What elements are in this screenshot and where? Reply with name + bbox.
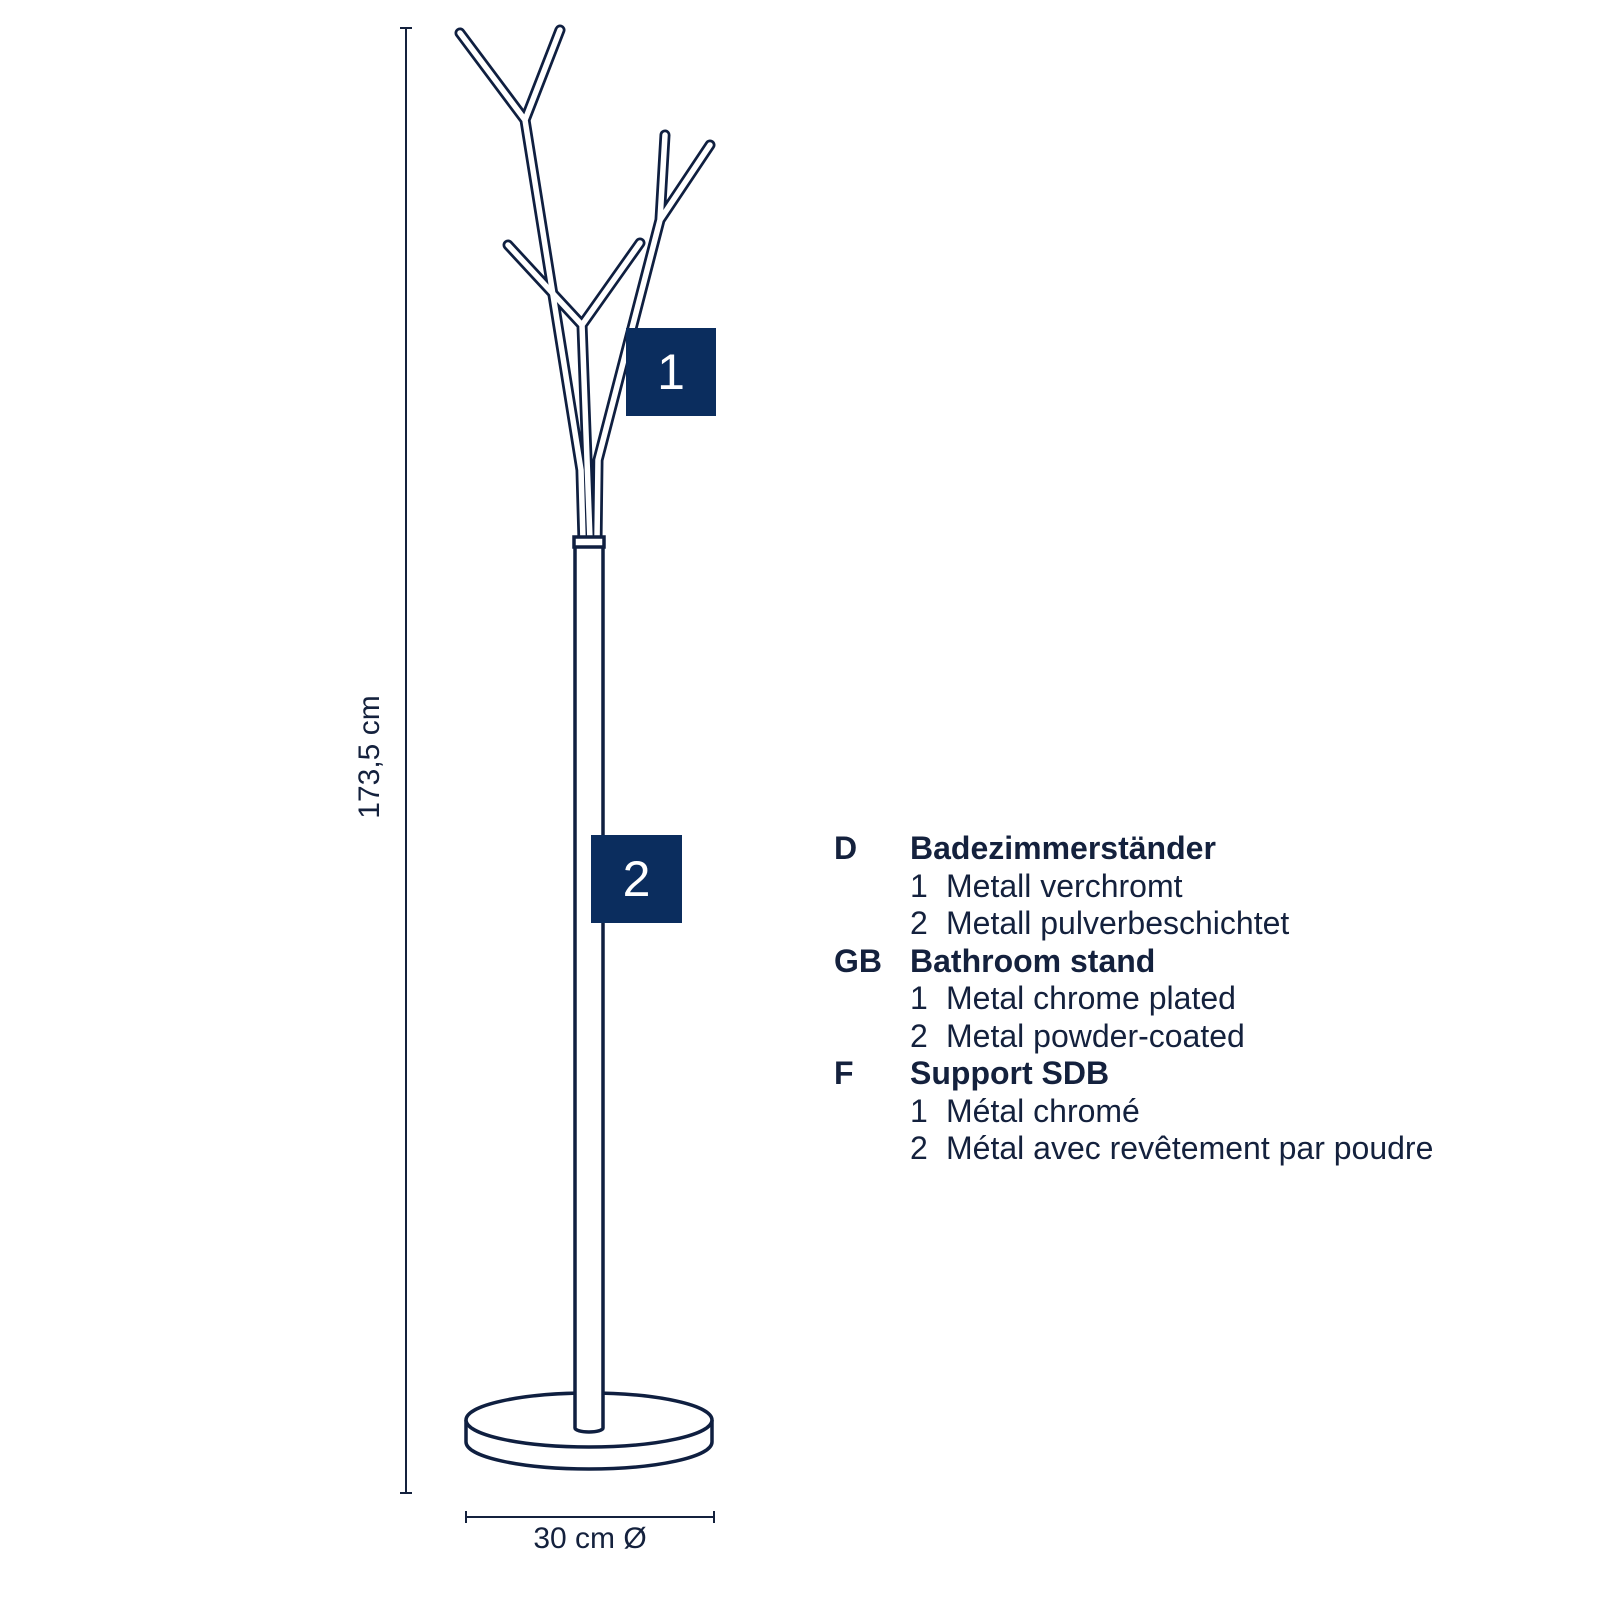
legend-item: 1 Métal chromé bbox=[834, 1093, 1433, 1131]
height-dimension-line bbox=[400, 27, 412, 1494]
item-number: 1 bbox=[910, 980, 928, 1016]
item-number: 1 bbox=[910, 867, 928, 904]
item-text: Metal powder-coated bbox=[946, 1017, 1245, 1054]
branches bbox=[454, 24, 716, 546]
lang-code: GB bbox=[834, 942, 882, 979]
lang-code: D bbox=[834, 830, 858, 866]
item-text: Métal avec revêtement par poudre bbox=[946, 1130, 1434, 1166]
height-label: 173,5 cm bbox=[353, 695, 386, 819]
legend-item: 2 Metall pulverbeschichtet bbox=[834, 905, 1433, 943]
item-text: Metall pulverbeschichtet bbox=[946, 905, 1290, 941]
product-title: Support SDB bbox=[910, 1055, 1110, 1091]
legend-item: 1 Metall verchromt bbox=[834, 868, 1433, 906]
item-text: Métal chromé bbox=[946, 1092, 1140, 1129]
item-text: Metal chrome plated bbox=[946, 980, 1236, 1016]
diameter-label: 30 cm Ø bbox=[533, 1522, 647, 1555]
item-text: Metall verchromt bbox=[946, 867, 1183, 904]
legend-item: 2 Metal powder-coated bbox=[834, 1018, 1433, 1056]
legend-item: 2 Métal avec revêtement par poudre bbox=[834, 1130, 1433, 1168]
item-number: 2 bbox=[910, 1017, 928, 1054]
lang-code: F bbox=[834, 1055, 854, 1091]
part-badge-2: 2 bbox=[591, 835, 682, 923]
diameter-dimension-line bbox=[465, 1511, 715, 1523]
pole bbox=[572, 535, 606, 1434]
product-title: Bathroom stand bbox=[910, 942, 1156, 979]
legend-item: 1 Metal chrome plated bbox=[834, 980, 1433, 1018]
item-number: 2 bbox=[910, 1130, 928, 1166]
item-number: 2 bbox=[910, 905, 928, 941]
part-badge-1: 1 bbox=[626, 328, 716, 416]
product-title: Badezimmerständer bbox=[910, 830, 1216, 866]
item-number: 1 bbox=[910, 1092, 928, 1129]
